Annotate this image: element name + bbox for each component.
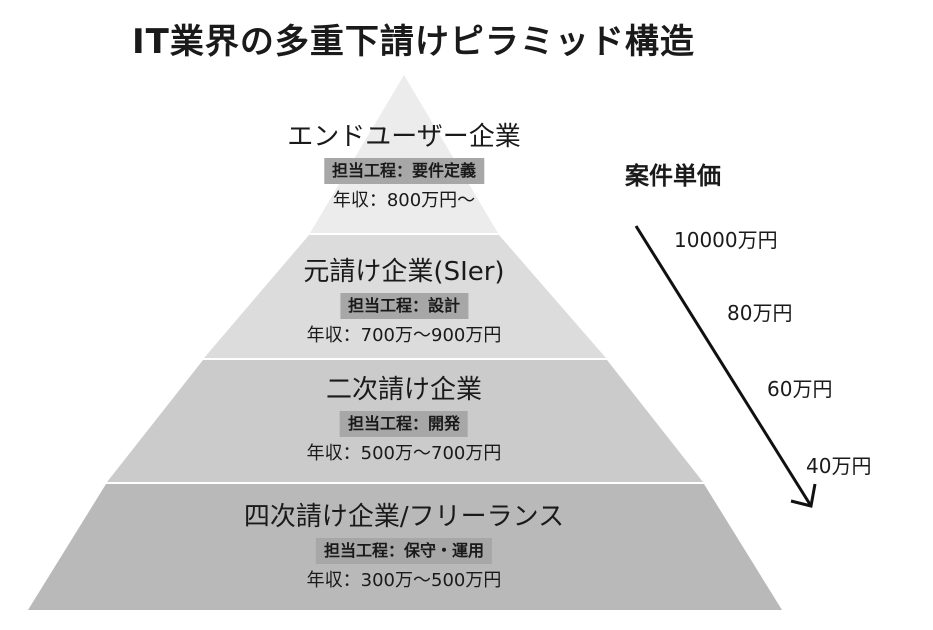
tier-label-end-user: エンドユーザー企業 担当工程：要件定義 年収：800万円～ bbox=[287, 120, 520, 214]
income-text: 年収：800万円～ bbox=[332, 190, 476, 211]
page-title: IT業界の多重下請けピラミッド構造 bbox=[132, 22, 695, 62]
tier-name: 元請け企業(SIer) bbox=[303, 257, 505, 287]
role-badge: 担当工程：要件定義 bbox=[323, 158, 485, 184]
price-level-3: 60万円 bbox=[767, 377, 833, 401]
price-level-2: 80万円 bbox=[727, 301, 793, 325]
down-right-arrow-icon bbox=[634, 225, 817, 508]
tier-name: 四次請け企業/フリーランス bbox=[243, 502, 565, 532]
price-level-1: 10000万円 bbox=[674, 228, 778, 252]
role-badge: 担当工程：保守・運用 bbox=[315, 538, 492, 564]
role-badge: 担当工程：設計 bbox=[339, 293, 468, 319]
role-badge: 担当工程：開発 bbox=[339, 411, 468, 437]
income-text: 年収：700万～900万円 bbox=[306, 325, 502, 346]
tier-name: 二次請け企業 bbox=[325, 375, 482, 405]
price-heading: 案件単価 bbox=[625, 162, 721, 190]
income-text: 年収：300万～500万円 bbox=[306, 570, 502, 591]
price-level-4: 40万円 bbox=[806, 454, 872, 478]
pyramid-tier-end-user bbox=[310, 75, 498, 233]
income-text: 年収：500万～700万円 bbox=[306, 443, 502, 464]
tier-label-fourth-subcontractor: 四次請け企業/フリーランス 担当工程：保守・運用 年収：300万～500万円 bbox=[244, 500, 564, 594]
tier-label-prime-contractor: 元請け企業(SIer) 担当工程：設計 年収：700万～900万円 bbox=[303, 255, 504, 349]
tier-name: エンドユーザー企業 bbox=[287, 122, 521, 152]
tier-label-second-subcontractor: 二次請け企業 担当工程：開発 年収：500万～700万円 bbox=[307, 373, 502, 467]
